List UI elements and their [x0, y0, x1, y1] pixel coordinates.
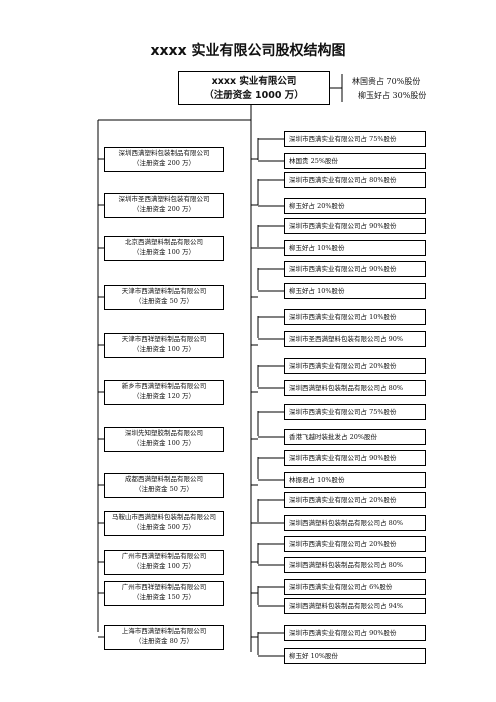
- subsidiary-company-capital: （注册资金 100 万）: [132, 247, 196, 256]
- shareholder-box: 深圳西满塑料包装制品有限公司占 80%: [284, 515, 426, 531]
- shareholder-box: 深圳市西满实业有限公司占 10%股份: [284, 309, 426, 325]
- parent-owner-2: 柳玉好占 30%股份: [358, 91, 427, 100]
- shareholder-box: 深圳市西满实业有限公司占 75%股份: [284, 131, 426, 147]
- subsidiary-company-name: 天津市西满塑料制品有限公司: [121, 287, 207, 295]
- subsidiary-company-name: 天津市西祥塑料制品有限公司: [121, 335, 207, 343]
- subsidiary-company-box: 新乡市西满塑料制品有限公司（注册资金 120 万）: [104, 380, 224, 405]
- subsidiary-company-box: 深圳西满塑料包装制品有限公司（注册资金 200 万）: [104, 147, 224, 172]
- shareholder-box: 深圳市西满实业有限公司占 20%股份: [284, 536, 426, 552]
- subsidiary-company-capital: （注册资金 100 万）: [132, 561, 196, 570]
- shareholder-box: 深圳市西满实业有限公司占 90%股份: [284, 218, 426, 234]
- subsidiary-company-capital: （注册资金 200 万）: [132, 204, 196, 213]
- subsidiary-company-capital: （注册资金 150 万）: [132, 592, 196, 601]
- subsidiary-company-box: 北京西满塑料制品有限公司（注册资金 100 万）: [104, 236, 224, 261]
- shareholder-box: 深圳西满塑料包装制品有限公司占 80%: [284, 557, 426, 573]
- shareholder-box: 林振君占 10%股份: [284, 472, 426, 488]
- shareholder-box: 深圳市西满实业有限公司占 6%股份: [284, 579, 426, 595]
- shareholder-box: 深圳市西满实业有限公司占 75%股份: [284, 404, 426, 420]
- shareholder-box: 林国贵 25%股份: [284, 153, 426, 169]
- subsidiary-company-name: 北京西满塑料制品有限公司: [125, 238, 203, 246]
- subsidiary-company-box: 广州市西满塑料制品有限公司（注册资金 100 万）: [104, 550, 224, 575]
- subsidiary-company-name: 上海市西满塑料制品有限公司: [121, 627, 207, 635]
- subsidiary-company-name: 广州市西祥塑料制品有限公司: [121, 583, 207, 591]
- subsidiary-company-name: 深圳市圣西满塑料包装有限公司: [118, 195, 210, 203]
- subsidiary-company-box: 深圳先知塑胶制品有限公司（注册资金 100 万）: [104, 427, 224, 452]
- shareholder-box: 柳玉好占 20%股份: [284, 198, 426, 214]
- subsidiary-company-name: 深圳先知塑胶制品有限公司: [125, 429, 203, 437]
- subsidiary-company-box: 深圳市圣西满塑料包装有限公司（注册资金 200 万）: [104, 193, 224, 218]
- shareholder-box: 深圳市西满实业有限公司占 90%股份: [284, 625, 426, 641]
- shareholder-box: 深圳市西满实业有限公司占 20%股份: [284, 492, 426, 508]
- subsidiary-company-capital: （注册资金 200 万）: [132, 158, 196, 167]
- shareholder-box: 深圳市圣西满塑料包装有限公司占 90%: [284, 331, 426, 347]
- page-title: xxxx 实业有限公司股权结构图: [150, 43, 346, 59]
- subsidiary-company-capital: （注册资金 120 万）: [132, 391, 196, 400]
- parent-owner-1: 林国贵占 70%股份: [352, 77, 421, 86]
- shareholder-box: 深圳西满塑料包装制品有限公司占 80%: [284, 380, 426, 396]
- subsidiary-company-capital: （注册资金 100 万）: [132, 438, 196, 447]
- subsidiary-company-box: 上海市西满塑料制品有限公司（注册资金 80 万）: [104, 625, 224, 650]
- subsidiary-company-capital: （注册资金 50 万）: [135, 484, 193, 493]
- subsidiary-company-name: 新乡市西满塑料制品有限公司: [121, 382, 207, 390]
- shareholder-box: 深圳市西满实业有限公司占 90%股份: [284, 450, 426, 466]
- parent-company-name: xxxx 实业有限公司: [211, 76, 297, 87]
- shareholder-box: 柳玉好占 10%股份: [284, 283, 426, 299]
- shareholder-box: 深圳市西满实业有限公司占 20%股份: [284, 358, 426, 374]
- subsidiary-company-box: 马鞍山市西满塑料包装制品有限公司（注册资金 500 万）: [104, 511, 224, 536]
- shareholder-box: 柳玉好占 10%股份: [284, 240, 426, 256]
- subsidiary-company-capital: （注册资金 50 万）: [135, 296, 193, 305]
- shareholder-box: 香港飞越时装批发占 20%股份: [284, 429, 426, 445]
- subsidiary-company-name: 深圳西满塑料包装制品有限公司: [118, 149, 210, 157]
- shareholder-box: 深圳市西满实业有限公司占 80%股份: [284, 172, 426, 188]
- subsidiary-company-box: 广州市西祥塑料制品有限公司（注册资金 150 万）: [104, 581, 224, 606]
- subsidiary-company-name: 广州市西满塑料制品有限公司: [121, 552, 207, 560]
- subsidiary-company-box: 天津市西满塑料制品有限公司（注册资金 50 万）: [104, 285, 224, 310]
- subsidiary-company-name: 成都西满塑料制品有限公司: [125, 475, 203, 483]
- subsidiary-company-capital: （注册资金 80 万）: [135, 636, 193, 645]
- subsidiary-company-box: 天津市西祥塑料制品有限公司（注册资金 100 万）: [104, 333, 224, 358]
- parent-company-box: xxxx 实业有限公司 （注册资金 1000 万）: [178, 71, 330, 105]
- shareholder-box: 柳玉好 10%股份: [284, 648, 426, 664]
- subsidiary-company-box: 成都西满塑料制品有限公司（注册资金 50 万）: [104, 473, 224, 498]
- parent-company-capital: （注册资金 1000 万）: [204, 90, 304, 101]
- subsidiary-company-name: 马鞍山市西满塑料包装制品有限公司（注册资金 500 万）: [112, 513, 216, 531]
- subsidiary-company-capital: （注册资金 100 万）: [132, 344, 196, 353]
- shareholder-box: 深圳西满塑料包装制品有限公司占 94%: [284, 598, 426, 614]
- shareholder-box: 深圳市西满实业有限公司占 90%股份: [284, 261, 426, 277]
